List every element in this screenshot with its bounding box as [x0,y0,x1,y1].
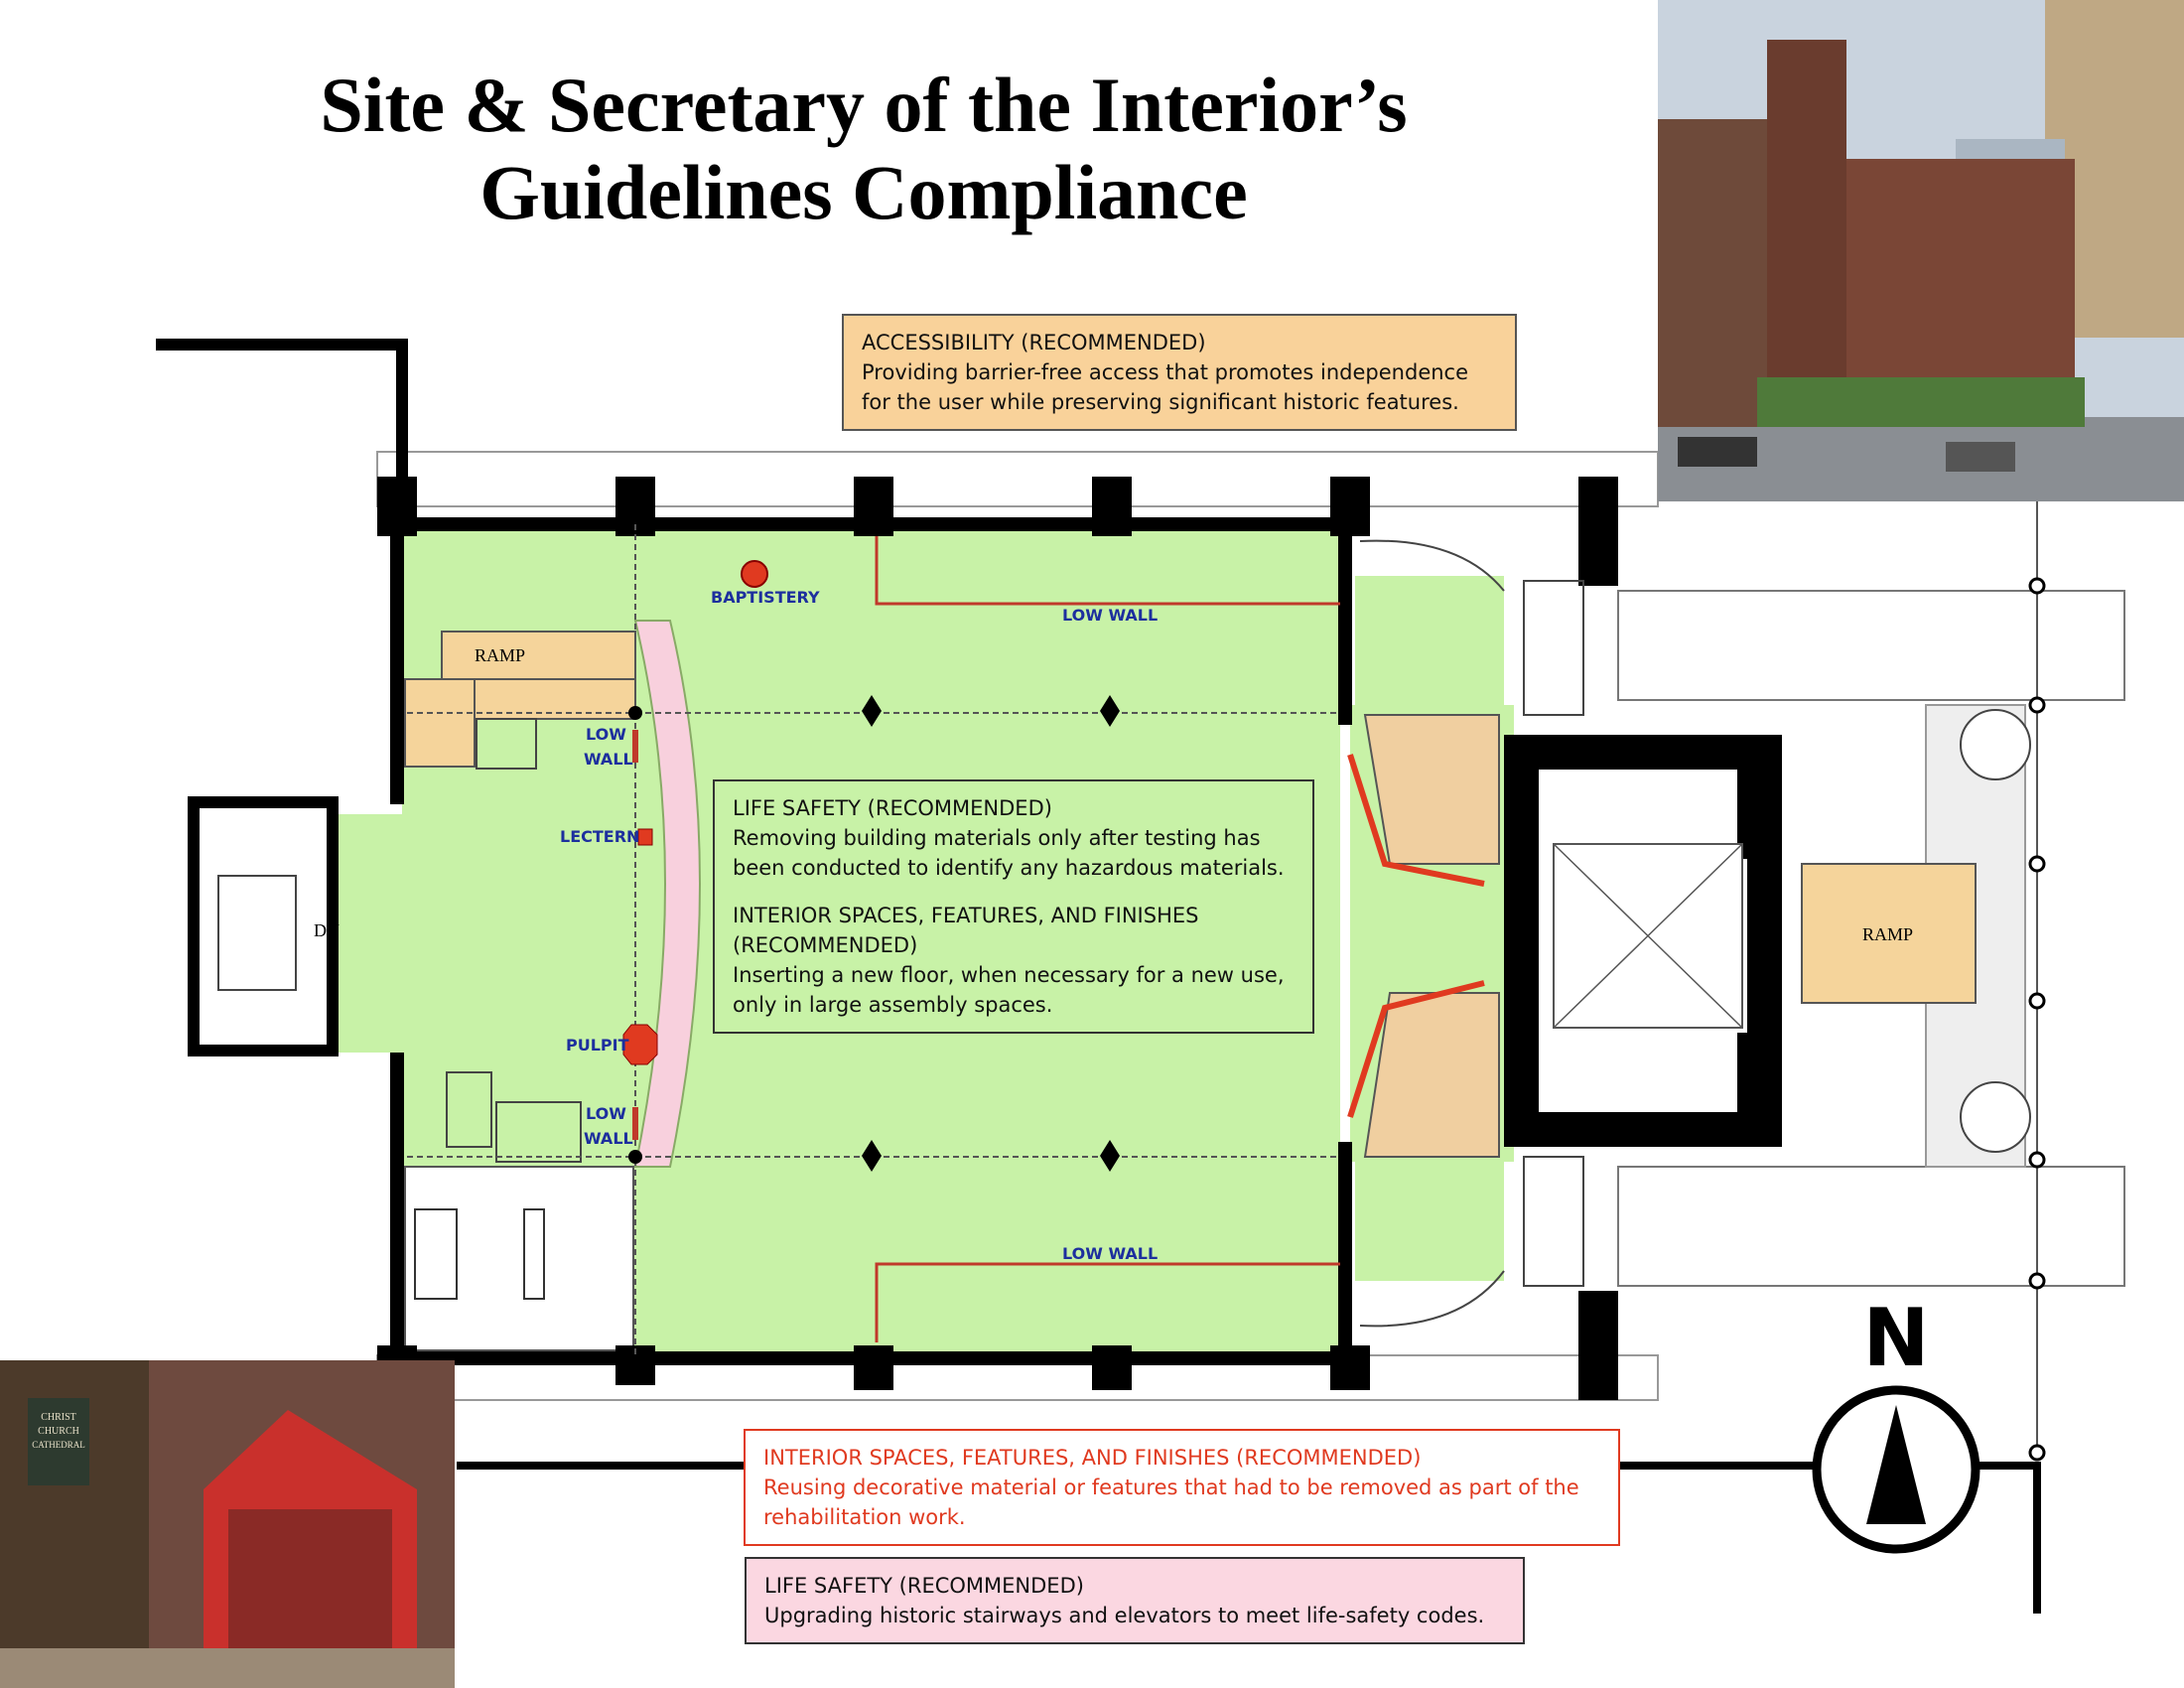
baptistery-label: BAPTISTERY [711,588,820,607]
wall-label-upper: WALL [584,750,633,769]
ramp-upper [441,631,636,680]
low-label-lower: LOW [586,1104,626,1123]
dn-arrow-label: DN [314,920,340,940]
planter-south [1960,1081,2031,1153]
page-title: Site & Secretary of the Interior’s Guide… [109,62,1618,236]
west-tower [1504,735,1782,1147]
north-letter: N [1863,1306,1930,1384]
interior-spaces-body: Inserting a new floor, when necessary fo… [733,963,1285,1017]
life-safety-stairs-note: LIFE SAFETY (RECOMMENDED) Upgrading hist… [745,1557,1525,1644]
life-safety-heading: LIFE SAFETY (RECOMMENDED) [733,796,1052,820]
vestry-table [495,1101,582,1163]
low-wall-label-north: LOW WALL [1062,606,1158,625]
stair-wells [1359,539,1584,1328]
entry-porch [1617,590,2125,701]
interior-reuse-body: Reusing decorative material or features … [763,1476,1579,1529]
street-view-photo [1658,0,2184,501]
nave-piers [628,695,1120,1172]
entry-porch-south [1617,1166,2125,1287]
lectern-label: LECTERN [560,827,639,846]
accessibility-note: ACCESSIBILITY (RECOMMENDED) Providing ba… [842,314,1517,431]
title-line-2: Guidelines Compliance [479,149,1248,235]
ramp-label-west: RAMP [1862,924,1913,944]
ramp-west [1801,863,1977,1004]
interior-spaces-heading: INTERIOR SPACES, FEATURES, AND FINISHES … [733,904,1199,957]
low-walls [632,536,1340,1342]
apse-chamber [188,796,339,1056]
restroom-north [1363,714,1500,865]
entrance-doors-photo: CHRIST CHURCH CATHEDRAL [0,1360,455,1688]
west-hall-north [1355,576,1504,705]
north-walkway [376,451,1659,507]
life-safety-body: Removing building materials only after t… [733,826,1285,880]
accessibility-heading: ACCESSIBILITY (RECOMMENDED) [862,331,1206,354]
pulpit-platform [622,1024,658,1065]
pulpit-label: PULPIT [566,1036,629,1055]
sign-line-3: CATHEDRAL [32,1440,85,1450]
interior-reuse-heading: INTERIOR SPACES, FEATURES, AND FINISHES … [763,1446,1422,1470]
vestry-desk [446,1071,492,1148]
choir-furniture [476,718,537,770]
restroom-partitions [1347,754,1485,1118]
chancel-step [633,620,701,1168]
title-line-1: Site & Secretary of the Interior’s [320,62,1408,148]
baptistery-font [741,560,768,588]
fence-posts [2028,577,2046,1462]
low-label-upper: LOW [586,725,626,744]
accessibility-body: Providing barrier-free access that promo… [862,360,1469,414]
sign-line-1: CHRIST [41,1412,76,1423]
interior-reuse-note: INTERIOR SPACES, FEATURES, AND FINISHES … [744,1429,1620,1546]
life-safety-stairs-heading: LIFE SAFETY (RECOMMENDED) [764,1574,1084,1598]
altar [217,875,297,991]
wall-label-lower: WALL [584,1129,633,1148]
planter-north [1960,709,2031,780]
tower-cross-lines [1553,843,1743,1029]
low-wall-label-south: LOW WALL [1062,1244,1158,1263]
ramp-label-east: RAMP [475,645,525,665]
sacristy-room [404,1166,634,1351]
apse-vestibule [328,814,407,1053]
ramp-lower [404,678,476,768]
sacristy-cabinet-2 [523,1208,545,1300]
life-safety-stairs-body: Upgrading historic stairways and elevato… [764,1604,1485,1627]
restroom-south [1363,992,1500,1158]
life-safety-note: LIFE SAFETY (RECOMMENDED) Removing build… [713,779,1314,1034]
north-arrow: N [1812,1306,1980,1554]
sacristy-cabinet-1 [414,1208,458,1300]
west-hall-south [1355,1162,1504,1281]
sign-line-2: CHURCH [38,1426,79,1437]
lectern-stand [637,828,653,846]
